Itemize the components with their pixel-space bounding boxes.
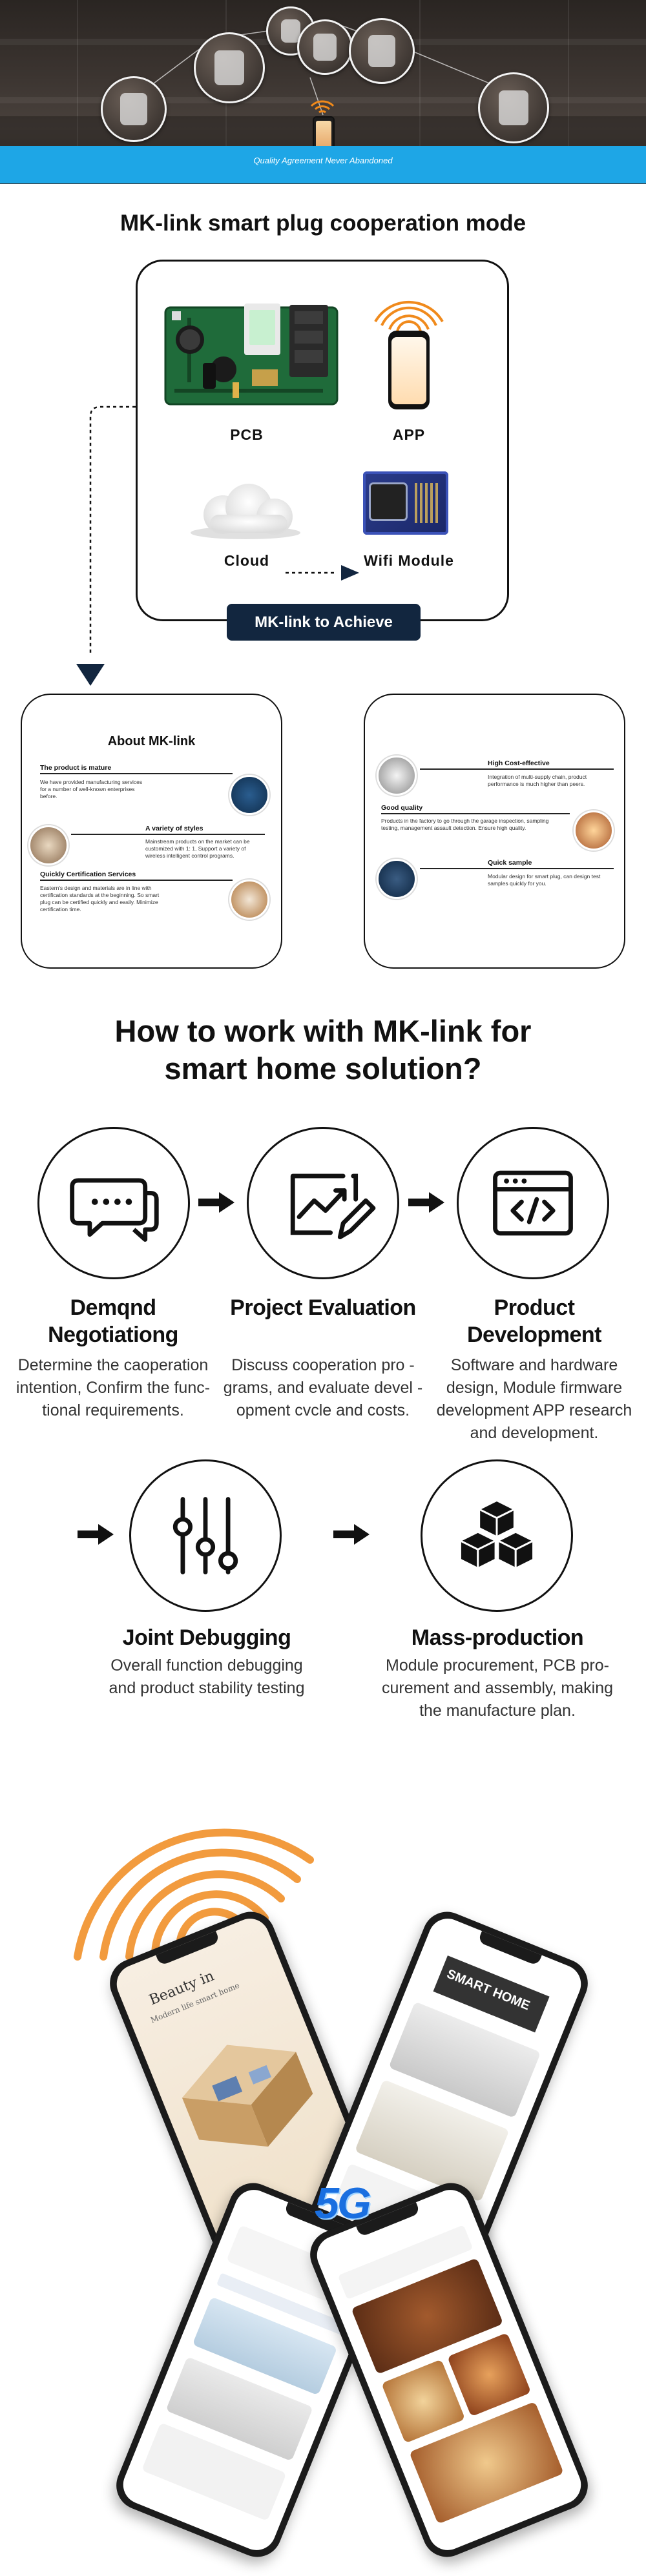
about-heading-2: A variety of styles (145, 825, 203, 832)
step-2-description: Discuss cooperation pro - grams, and eva… (223, 1356, 423, 1419)
sliders-icon (172, 1497, 238, 1574)
step-2-title: Project Evaluation (230, 1295, 416, 1320)
advantage-heading-2: Good quality (381, 804, 423, 812)
pcb-label: PCB (230, 426, 264, 443)
arrow-right-icon (333, 1524, 370, 1545)
chart-edit-icon (290, 1173, 376, 1240)
five-g-badge: 5G (315, 2179, 371, 2228)
step-1-description: Determine the caoperation intention, Con… (16, 1356, 211, 1419)
about-text-2: Mainstream products on the market can be… (145, 838, 250, 859)
arrow-right-icon (408, 1192, 444, 1213)
arrow-right-icon (198, 1192, 234, 1213)
advantage-text-3: Modular design for smart plug, can desig… (488, 873, 601, 887)
isometric-house-image (182, 2045, 313, 2147)
how-title: How to work with MK-link for smart home … (0, 1013, 646, 1087)
cubes-icon (459, 1499, 534, 1570)
advantage-heading-3: Quick sample (488, 859, 532, 867)
step-1-title: Demqnd Negotiationg (48, 1295, 178, 1347)
about-photo-2 (28, 825, 68, 865)
about-title: About MK-link (107, 734, 196, 748)
about-heading-3: Quickly Certification Services (40, 871, 136, 878)
appliance-kettle-icon (194, 32, 265, 103)
step-3-circle (457, 1127, 609, 1279)
pcb-board-image (164, 304, 339, 406)
how-title-line-1: How to work with MK-link for (114, 1014, 532, 1048)
advantage-text-1: Integration of multi-supply chain, produ… (488, 774, 587, 787)
advantage-heading-1: High Cost-effective (488, 759, 550, 767)
about-card (21, 694, 282, 969)
cooperation-title: MK-link smart plug cooperation mode (120, 211, 526, 236)
phones-showcase: Beauty in Modern life smart home SMART H… (0, 1769, 646, 2576)
advantage-photo-1 (377, 756, 417, 796)
cloud-icon (191, 484, 300, 539)
advantage-photo-3 (377, 859, 417, 899)
step-1-circle (37, 1127, 190, 1279)
hero-blue-bar (0, 146, 646, 183)
step-4-title: Joint Debugging (122, 1625, 291, 1650)
step-3-description: Software and hardware design, Module fir… (436, 1356, 632, 1442)
chat-bubbles-icon (70, 1178, 159, 1242)
about-photo-1 (229, 775, 269, 815)
about-text-3: Eastern's design and materials are in li… (40, 885, 160, 912)
step-4-description: Overall function debugging and product s… (109, 1656, 305, 1697)
about-text-1: We have provided manufacturing services … (40, 779, 143, 799)
appliance-mixer-icon (349, 18, 415, 84)
step-4-circle (129, 1459, 282, 1612)
step-2-circle (247, 1127, 399, 1279)
how-title-line-2: smart home solution? (164, 1051, 482, 1086)
wifi-module-image (363, 471, 448, 535)
wifi-signal-icon (310, 100, 335, 114)
step-5-title: Mass-production (411, 1625, 584, 1650)
advantage-text-2: Products in the factory to go through th… (381, 818, 549, 831)
hero-tagline: Quality Agreement Never Abandoned (253, 156, 393, 165)
step-5-description: Module procurement, PCB pro- curement an… (381, 1656, 614, 1720)
wifi-module-label: Wifi Module (364, 552, 454, 569)
step-3-title: Product Development (467, 1295, 602, 1347)
app-wifi-icon (374, 300, 444, 334)
phone-1: Beauty in Modern life smart home (102, 1904, 395, 2293)
advantage-photo-2 (574, 810, 614, 850)
step-5-circle (421, 1459, 573, 1612)
appliance-airfryer-icon (101, 76, 167, 142)
cloud-label: Cloud (224, 552, 270, 569)
achieve-button[interactable]: MK-link to Achieve (227, 604, 421, 641)
app-label: APP (392, 426, 426, 443)
about-photo-3 (229, 880, 269, 920)
about-heading-1: The product is mature (40, 764, 112, 772)
code-window-icon (493, 1170, 573, 1236)
appliance-purifier-icon (478, 72, 549, 143)
connector-lines (76, 406, 359, 686)
app-phone-image (388, 331, 430, 409)
arrow-right-icon (78, 1524, 114, 1545)
appliance-blender-icon (297, 19, 353, 75)
